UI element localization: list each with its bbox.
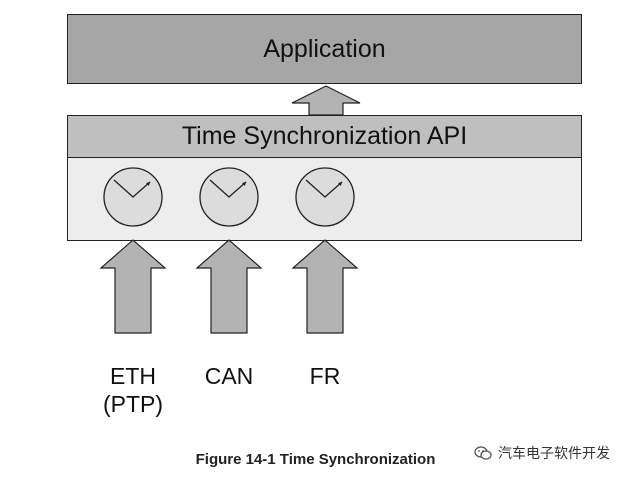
api-to-application-arrow (291, 85, 361, 116)
source-eth-label: ETH (PTP) (93, 362, 173, 418)
source-can-label: CAN (189, 362, 269, 390)
wechat-icon (474, 446, 492, 460)
application-label: Application (263, 34, 386, 63)
figure-caption: Figure 14-1 Time Synchronization (195, 451, 436, 468)
source-fr-label: FR (285, 362, 365, 390)
time-sync-api-label: Time Synchronization API (181, 122, 468, 150)
clock-fr (295, 167, 355, 227)
watermark-text: 汽车电子软件开发 (498, 446, 610, 462)
source-eth-line2: (PTP) (102, 391, 164, 417)
fr-input-arrow (291, 239, 359, 334)
can-input-arrow (195, 239, 263, 334)
source-eth-line1: ETH (110, 363, 156, 389)
eth-input-arrow (99, 239, 167, 334)
watermark: 汽车电子软件开发 (474, 442, 610, 464)
application-box: Application (67, 14, 582, 84)
clock-can (199, 167, 259, 227)
source-can-line1: CAN (204, 363, 254, 389)
clock-eth (103, 167, 163, 227)
source-fr-line1: FR (309, 363, 341, 389)
